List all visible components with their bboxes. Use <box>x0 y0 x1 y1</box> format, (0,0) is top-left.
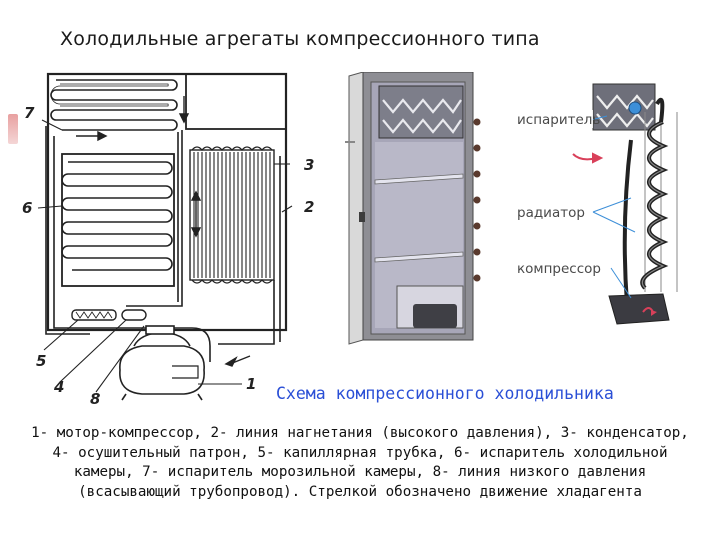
label-1: 1 <box>246 375 256 393</box>
fridge-cabinet <box>345 72 481 345</box>
label-2: 2 <box>304 198 314 216</box>
flow-arrows <box>76 96 251 367</box>
label-5: 5 <box>36 352 46 370</box>
label-radiator: радиатор <box>517 205 585 221</box>
label-4: 4 <box>53 378 64 396</box>
back-radiator <box>622 97 678 305</box>
shelf <box>374 251 464 263</box>
label-3: 3 <box>304 156 314 174</box>
diagram-caption: Схема компрессионного холодильника <box>276 384 614 403</box>
drier-dot <box>628 101 642 115</box>
fridge-evaporator <box>61 153 175 287</box>
flow-arrows-red <box>572 152 604 164</box>
refrigerator-illustration: испаритель радиатор компрессор <box>345 72 678 345</box>
label-8: 8 <box>90 390 100 408</box>
motor-compressor <box>119 325 205 401</box>
condenser-rivets <box>473 118 481 282</box>
door-hinge <box>359 212 365 222</box>
refrigerator-schematic: 7 6 3 2 5 4 8 1 <box>22 72 314 408</box>
label-pointers <box>590 115 636 299</box>
slide-title: Холодильные агрегаты компрессионного тип… <box>60 28 540 50</box>
label-7: 7 <box>24 104 35 122</box>
compressor-body <box>413 304 457 328</box>
leader-lines <box>37 119 293 393</box>
shelf <box>374 173 464 185</box>
label-compressor: компрессор <box>517 261 601 277</box>
condenser <box>189 146 275 284</box>
freezer-compartment <box>185 73 287 130</box>
back-compressor <box>608 293 670 325</box>
slide-accent-bar <box>8 114 18 144</box>
freezer-evaporator <box>50 79 178 131</box>
label-6: 6 <box>22 199 32 217</box>
refrigerant-piping <box>45 126 281 362</box>
drier-cartridge <box>71 309 147 321</box>
label-evaporator: испаритель <box>517 112 600 128</box>
legend-description: 1- мотор-компрессор, 2- линия нагнетания… <box>31 425 689 500</box>
back-evaporator <box>592 83 656 131</box>
